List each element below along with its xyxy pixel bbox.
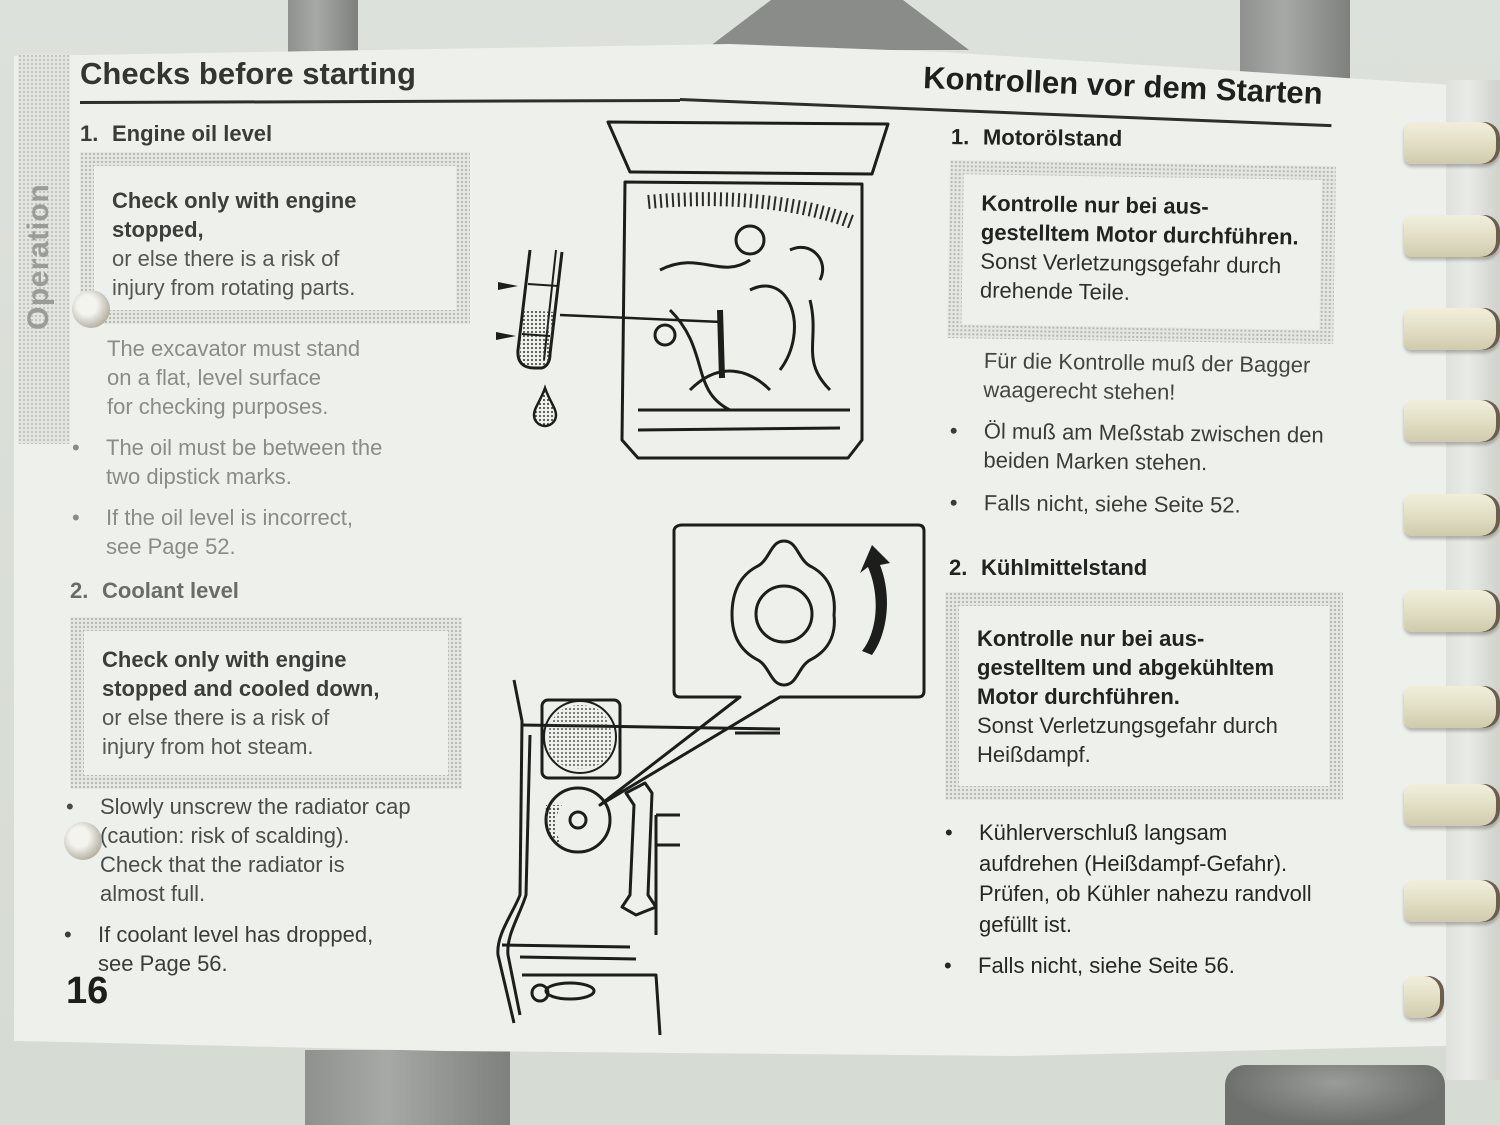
spiral-coil <box>1404 122 1500 164</box>
punch-hole-bottom <box>64 822 102 860</box>
section-heading-coolant: 2.Coolant level <box>70 578 239 603</box>
spiral-coil <box>1404 590 1500 632</box>
section-heading-kuehlmittelstand: 2.Kühlmittelstand <box>949 555 1148 580</box>
warning-box-engine-oil: Check only with engine stopped, or else … <box>80 152 470 324</box>
section-heading-engine-oil: 1.Engine oil level <box>80 121 273 146</box>
spiral-coil <box>1404 400 1500 442</box>
bullet-seite-52: Falls nicht, siehe Seite 52. <box>950 488 1241 520</box>
warning-box-coolant: Check only with engine stopped and coole… <box>70 617 462 789</box>
page-number: 16 <box>66 970 109 1012</box>
spiral-coil <box>1404 784 1500 826</box>
bullet-kuehlerverschluss: Kühlerverschluß langsam aufdrehen (Heißd… <box>945 818 1312 940</box>
spiral-coil <box>1404 976 1444 1018</box>
bullet-dipstick-marks: The oil must be between the two dipstick… <box>72 433 382 491</box>
side-tab-label: Operation <box>22 183 55 330</box>
engine-dipstick-illustration <box>496 120 890 460</box>
spiral-coil <box>1404 686 1500 728</box>
bullet-unscrew-radiator-cap: Slowly unscrew the radiator cap (caution… <box>66 792 411 908</box>
spiral-coil <box>1404 880 1500 922</box>
bullet-see-page-52: If the oil level is incorrect, see Page … <box>72 503 353 561</box>
book-stand-leg <box>305 1050 510 1125</box>
book-stand-foot <box>1225 1065 1445 1125</box>
book-stand-post-left <box>288 0 358 60</box>
spiral-coil <box>1404 215 1500 257</box>
warning-box-kuehlmittelstand: Kontrolle nur bei aus- gestelltem und ab… <box>945 592 1343 800</box>
note-bagger-waagerecht: Für die Kontrolle muß der Bagger waagere… <box>983 347 1311 405</box>
spiral-coil <box>1404 494 1500 536</box>
section-side-tab <box>18 54 70 444</box>
bullet-messstab-marken: Öl muß am Meßstab zwischen den beiden Ma… <box>949 416 1324 479</box>
radiator-cap-illustration <box>496 523 926 1036</box>
page-title-english: Checks before starting <box>80 56 416 91</box>
spiral-coil <box>1404 308 1500 350</box>
bullet-seite-56: Falls nicht, siehe Seite 56. <box>944 951 1235 980</box>
note-level-surface: The excavator must stand on a flat, leve… <box>107 336 361 419</box>
section-heading-motoroelstand: 1.Motorölstand <box>950 124 1123 151</box>
warning-box-motoroelstand: Kontrolle nur bei aus- gestelltem Motor … <box>947 160 1336 345</box>
punch-hole-top <box>72 290 110 328</box>
bullet-see-page-56: If coolant level has dropped, see Page 5… <box>64 920 373 978</box>
